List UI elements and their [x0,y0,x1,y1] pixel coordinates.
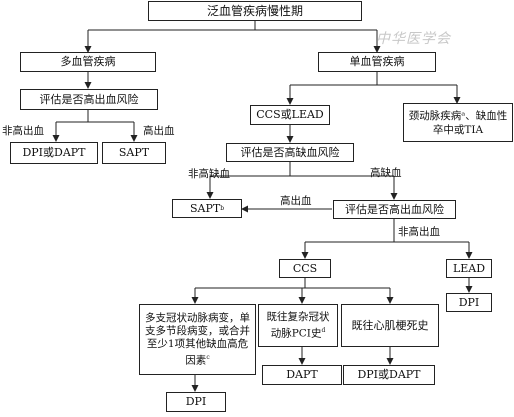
ccs-node: CCS [279,259,331,278]
carotid-node: 颈动脉疾病ᵃ、缺血性卒中或TIA [403,103,513,142]
multivessel-cad-node: 多支冠状动脉病变，单支多节段病变，或合并至少1项其他缺血高危因素c [139,304,256,375]
watermark: 中华医学会 [376,31,451,47]
dpi-or-dapt-node-2: DPI或DAPT [343,365,435,385]
dpi-or-dapt-node-1: DPI或DAPT [10,142,98,164]
edge-label-high-bleed-1: 高出血 [143,125,175,137]
edge-label-high-isch: 高缺血 [370,167,402,179]
edge-label-non-high-bleed-2: 非高出血 [398,226,440,238]
complex-pci-node: 既往复杂冠状动脉PCI史d [258,304,338,347]
edge-label-non-high-bleed-1: 非高出血 [2,125,44,137]
dpi-final-node: DPI [166,392,226,412]
edge-label-non-high-isch: 非高缺血 [188,168,230,180]
root-node: 泛血管疾病慢性期 [148,1,362,21]
eval-bleed-single-node: 评估是否高出血风险 [333,200,456,219]
edge-label-high-bleed-2: 高出血 [280,195,312,207]
dapt-final-node: DAPT [262,365,342,385]
sapt-node-1: SAPT [102,142,166,164]
eval-ischemia-node: 评估是否高缺血风险 [226,143,354,162]
single-vessel-node: 单血管疾病 [318,52,436,72]
dpi-lead-node: DPI [446,293,492,312]
ccs-or-lead-node: CCS或LEAD [250,105,330,125]
prior-mi-node: 既往心肌梗死史 [341,304,439,347]
eval-bleed-multi-node: 评估是否高出血风险 [20,89,158,110]
multi-vessel-node: 多血管疾病 [20,52,156,72]
lead-node: LEAD [446,259,492,278]
